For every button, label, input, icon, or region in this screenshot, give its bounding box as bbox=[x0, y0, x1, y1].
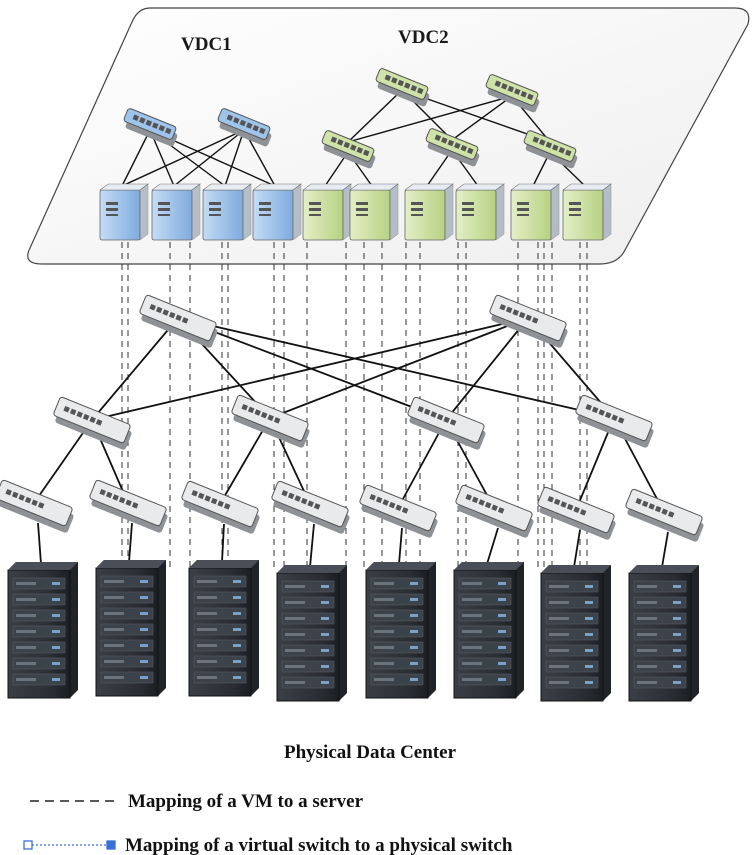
core-switch-1 bbox=[139, 294, 218, 348]
vdc1-vm-2 bbox=[151, 183, 201, 241]
vdc2-virtual-switch-1 bbox=[321, 130, 376, 169]
edge7-rack-link bbox=[573, 529, 581, 568]
edge-switch-4 bbox=[271, 480, 350, 534]
vdc2-virtual-switch-3 bbox=[523, 130, 578, 169]
vdc1-sw2-vm1-link bbox=[121, 129, 245, 187]
server-rack-3 bbox=[188, 560, 259, 697]
vdc2-vm-5 bbox=[510, 183, 560, 241]
edge-switch-7 bbox=[537, 486, 616, 540]
physical-data-center-caption: Physical Data Center bbox=[284, 742, 457, 763]
edge4-rack-link bbox=[309, 523, 315, 568]
core2-agg2-link bbox=[269, 317, 529, 419]
edge-switch-3 bbox=[181, 480, 260, 534]
vdc1-virtual-switch-1 bbox=[123, 108, 178, 147]
server-rack-1 bbox=[7, 562, 78, 699]
core2-agg3-link bbox=[445, 317, 529, 421]
edge2-rack-link bbox=[128, 522, 133, 563]
aggregation-switch-2 bbox=[231, 394, 310, 448]
server-rack-6 bbox=[453, 562, 524, 699]
server-rack-4 bbox=[276, 565, 347, 702]
vdc1-sw1-vm1-link bbox=[121, 129, 151, 187]
server-rack-5 bbox=[365, 562, 436, 699]
edge-switch-1 bbox=[0, 479, 74, 533]
agg1-edge1-link bbox=[33, 419, 93, 504]
agg2-edge3-link bbox=[219, 417, 271, 505]
square-marker-icon bbox=[23, 840, 33, 850]
edge1-rack-link bbox=[37, 522, 42, 565]
legend-text-vm-mapping: Mapping of a VM to a server bbox=[128, 791, 364, 812]
legend-item-switch-mapping: Mapping of a virtual switch to a physica… bbox=[23, 835, 513, 855]
physical-links bbox=[33, 317, 669, 568]
aggregation-switch-4 bbox=[575, 394, 654, 448]
legend-item-vm-mapping: Mapping of a VM to a server bbox=[30, 791, 364, 812]
vdc2-vm-4 bbox=[455, 183, 505, 241]
vdc1-vm-4 bbox=[252, 183, 302, 241]
edge-switch-6 bbox=[455, 484, 534, 538]
vdc2-vm-6 bbox=[562, 183, 612, 241]
vdc1-sw2-vm3-link bbox=[224, 129, 245, 187]
vdc1-sw2-vm2-link bbox=[173, 129, 245, 187]
vdc1-vm-3 bbox=[202, 183, 252, 241]
edge-switch-8 bbox=[625, 488, 704, 542]
vdc2-vm-2 bbox=[349, 183, 399, 241]
vdc2-top-virtual-switch-1 bbox=[375, 68, 430, 107]
agg4-edge7-link bbox=[575, 417, 615, 511]
vdc1-vm-1 bbox=[99, 183, 149, 241]
server-rack-8 bbox=[628, 565, 699, 702]
edge-switch-2 bbox=[89, 479, 168, 533]
vdc1-virtual-switch-2 bbox=[217, 108, 272, 147]
core-switch-2 bbox=[489, 294, 568, 348]
edge-switch-5 bbox=[359, 484, 438, 538]
edge8-rack-link bbox=[661, 531, 669, 568]
vdc2-vm-3 bbox=[404, 183, 454, 241]
vdc2-virtual-switch-2 bbox=[425, 128, 480, 167]
vdc2-top-virtual-switch-2 bbox=[485, 74, 540, 113]
vdc1-label: VDC1 bbox=[181, 34, 232, 55]
vdc2-top2-mid2-link bbox=[451, 95, 513, 141]
server-rack-7 bbox=[540, 565, 611, 702]
agg3-edge5-link bbox=[397, 419, 447, 509]
server-rack-2 bbox=[95, 560, 166, 697]
edge3-rack-link bbox=[221, 523, 225, 563]
devices bbox=[0, 68, 704, 702]
vdc2-top1-mid1-link bbox=[347, 89, 403, 143]
square-marker-icon bbox=[106, 840, 116, 850]
legend: Mapping of a VM to a server Mapping of a… bbox=[23, 791, 513, 855]
edge5-rack-link bbox=[398, 527, 403, 565]
core1-agg4-link bbox=[177, 317, 615, 419]
aggregation-switch-3 bbox=[407, 396, 486, 450]
legend-text-switch-mapping: Mapping of a virtual switch to a physica… bbox=[125, 835, 513, 855]
vdc2-label: VDC2 bbox=[398, 27, 449, 48]
vdc2-top2-mid1-link bbox=[347, 95, 513, 143]
aggregation-switch-1 bbox=[53, 396, 132, 450]
core1-agg1-link bbox=[91, 317, 179, 421]
edge6-rack-link bbox=[486, 527, 499, 565]
core2-agg1-link bbox=[91, 317, 529, 421]
vdc2-vm-1 bbox=[302, 183, 352, 241]
